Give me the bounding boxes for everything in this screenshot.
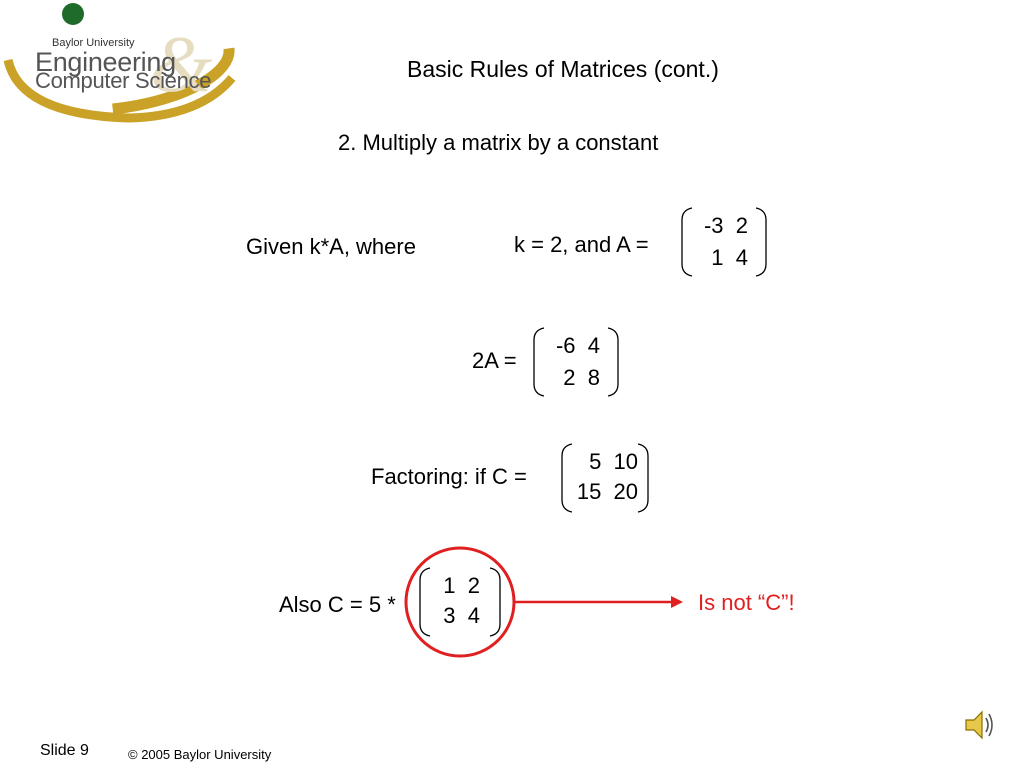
also-label: Also C = 5 * — [279, 592, 396, 617]
logo-computer-science: Computer Science — [35, 68, 212, 93]
matrix-a-row-1: -3 2 — [703, 213, 748, 238]
k-definition: k = 2, and A = — [514, 232, 649, 257]
given-text: Given k*A, where — [246, 234, 416, 259]
logo-ampersand: & — [150, 21, 213, 109]
slide-subtitle: 2. Multiply a matrix by a constant — [338, 130, 659, 155]
matrix-factored-row-2: 3 4 — [443, 603, 480, 628]
speaker-icon[interactable] — [964, 708, 996, 742]
matrix-c: 5 10 15 20 — [560, 442, 650, 514]
matrix-a-row-2: 1 4 — [711, 245, 748, 270]
matrix-factored: 1 2 3 4 — [418, 566, 502, 638]
logo-green-dot — [62, 3, 84, 25]
logo: & Baylor University Engineering Computer… — [0, 0, 240, 130]
matrix-a-brackets — [681, 207, 767, 277]
matrix-factored-row-1: 1 2 — [443, 573, 480, 598]
logo-university: Baylor University — [52, 37, 135, 49]
logo-engineering: Engineering — [35, 47, 176, 77]
matrix-2a-row-1: -6 4 — [555, 333, 600, 358]
logo-swoosh — [1, 3, 236, 123]
slide-number: Slide 9 — [40, 742, 89, 759]
arrow-right-icon — [515, 596, 683, 608]
matrix-2a-row-2: 2 8 — [563, 365, 600, 390]
matrix-factored-brackets — [419, 567, 501, 637]
copyright-text: © 2005 Baylor University — [128, 747, 272, 762]
matrix-a: -3 2 1 4 — [680, 206, 768, 278]
highlight-circle — [404, 546, 516, 658]
factoring-label: Factoring: if C = — [371, 464, 527, 489]
slide-title: Basic Rules of Matrices (cont.) — [407, 56, 719, 82]
matrix-c-row-1: 5 10 — [589, 449, 638, 474]
matrix-2a-brackets — [533, 327, 619, 397]
note-text: Is not “C”! — [698, 590, 795, 615]
matrix-2a: -6 4 2 8 — [532, 326, 620, 398]
matrix-c-row-2: 15 20 — [576, 479, 638, 504]
two-a-label: 2A = — [472, 348, 517, 373]
matrix-c-brackets — [561, 443, 649, 513]
